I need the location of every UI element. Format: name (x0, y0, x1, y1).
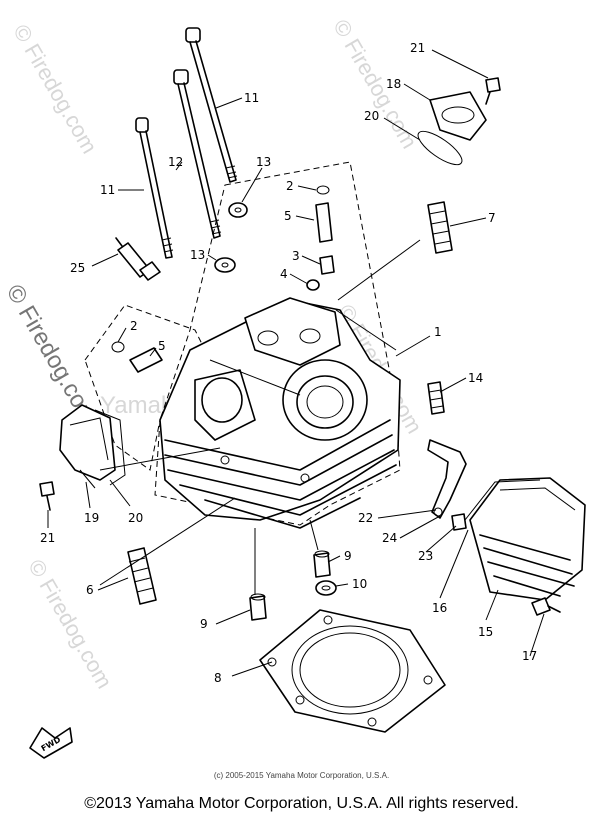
callout-9-lower: 9 (200, 617, 208, 631)
callout-11-right: 11 (244, 91, 259, 105)
head-gasket-8 (259, 609, 446, 733)
spark-plug (115, 237, 161, 281)
valve-guide-5-upper (315, 202, 333, 243)
head-bolt-12 (173, 69, 222, 239)
washer-13-upper (228, 202, 248, 218)
dowel-9-upper (313, 552, 331, 578)
callout-9-upper: 9 (344, 549, 352, 563)
callout-5-left: 5 (158, 339, 166, 353)
callout-1: 1 (434, 325, 442, 339)
o-ring-20-top (417, 130, 463, 166)
gasket-16 (464, 479, 541, 521)
callout-23: 23 (418, 549, 433, 563)
callout-10: 10 (352, 577, 367, 591)
assembly-box-main (154, 161, 401, 526)
cover-18 (429, 91, 487, 141)
callout-2-left: 2 (130, 319, 138, 333)
washer-10 (315, 580, 337, 596)
fwd-arrow-icon: FWD (29, 727, 73, 759)
callout-20-left: 20 (128, 511, 143, 525)
callout-15: 15 (478, 625, 493, 639)
callout-16: 16 (432, 601, 447, 615)
valve-spring-7 (427, 201, 453, 254)
callout-2-upper: 2 (286, 179, 294, 193)
callout-13-lower: 13 (190, 248, 205, 262)
clip-2-left (111, 341, 125, 353)
stud-3 (319, 255, 335, 275)
valve-guide-5-left (129, 347, 163, 373)
callout-14: 14 (468, 371, 483, 385)
callout-21-left: 21 (40, 531, 55, 545)
callout-6: 6 (86, 583, 94, 597)
callout-5-upper: 5 (284, 209, 292, 223)
callout-22: 22 (358, 511, 373, 525)
callout-17: 17 (522, 649, 537, 663)
callout-3: 3 (292, 249, 300, 263)
nut-4 (306, 279, 320, 291)
tappet-cover-19 (59, 404, 116, 489)
callout-25: 25 (70, 261, 85, 275)
dowel-9-lower (249, 595, 267, 621)
callout-13-upper: 13 (256, 155, 271, 169)
stud-14 (427, 381, 445, 415)
bolt-17 (531, 597, 561, 616)
copyright-small: (c) 2005-2015 Yamaha Motor Corporation, … (213, 771, 390, 780)
head-bolt-11-right (185, 27, 238, 183)
callout-18: 18 (386, 77, 401, 91)
callout-7: 7 (488, 211, 496, 225)
side-cover-15 (469, 477, 586, 601)
bolt-21-left (39, 481, 55, 511)
callout-24: 24 (382, 531, 397, 545)
callout-4: 4 (280, 267, 288, 281)
cylinder-head (159, 297, 401, 529)
leader-lines (47, 49, 545, 677)
callout-8: 8 (214, 671, 222, 685)
head-bolt-11-left (135, 117, 174, 259)
callout-21-top: 21 (410, 41, 425, 55)
cylinder-head-exploded-diagram: FWD (29, 27, 586, 759)
washer-13-lower (214, 257, 236, 273)
bolt-21-top (485, 77, 501, 105)
copyright-notice: ©2013 Yamaha Motor Corporation, U.S.A. A… (84, 795, 519, 812)
callout-19: 19 (84, 511, 99, 525)
callout-11-left: 11 (100, 183, 115, 197)
callout-12: 12 (168, 155, 183, 169)
callout-20-top: 20 (364, 109, 379, 123)
valve-spring-6 (127, 547, 157, 605)
bracket-24 (427, 439, 467, 519)
clip-2-upper (316, 185, 330, 195)
gasket-20-left (94, 409, 126, 486)
